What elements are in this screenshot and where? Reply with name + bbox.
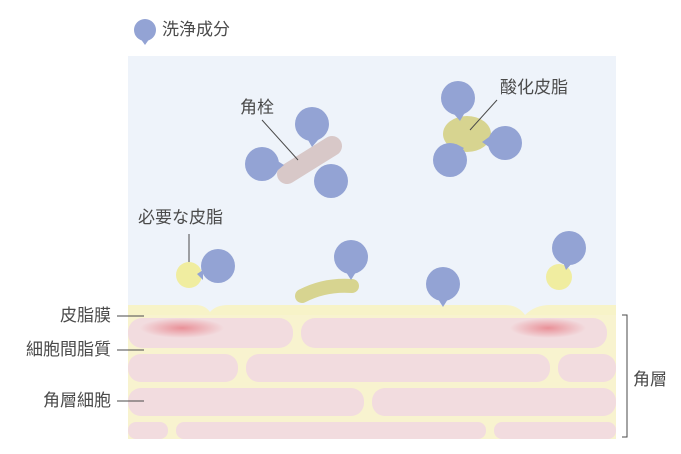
stratum-corneum-bracket xyxy=(622,314,628,438)
necessary-sebum xyxy=(176,262,202,288)
corneocyte xyxy=(128,422,168,439)
cleansing-agent-icon xyxy=(426,267,460,307)
cleansing-agent-icon xyxy=(552,231,586,270)
stratum-corneum-label: 角層 xyxy=(633,370,667,390)
oxidized-sebum xyxy=(443,116,491,152)
cleansing-agent-icon xyxy=(245,107,348,198)
corneocyte xyxy=(128,388,364,416)
keratin-plug-leader xyxy=(261,119,299,161)
corneocyte xyxy=(128,354,238,382)
redness-mark xyxy=(510,318,586,338)
corneocyte xyxy=(494,422,616,439)
necessary-sebum-label: 必要な皮脂 xyxy=(138,208,223,228)
sebum-film-label: 皮脂膜 xyxy=(60,306,111,326)
cleansing-agent-icon xyxy=(334,240,368,280)
oxidized-sebum-label: 酸化皮脂 xyxy=(500,78,568,98)
corneocyte xyxy=(176,422,486,439)
redness-mark xyxy=(140,318,224,338)
oxidized-sebum-leader xyxy=(469,99,498,131)
cleansing-agent-icon xyxy=(197,249,235,283)
legend-label: 洗浄成分 xyxy=(162,20,230,40)
corneocyte xyxy=(372,388,616,416)
keratin-plug xyxy=(277,136,342,184)
lifted-sebum xyxy=(295,278,359,303)
cleansing-agent-icon xyxy=(433,81,522,177)
necessary-sebum xyxy=(546,264,572,290)
corneocyte xyxy=(246,354,550,382)
keratin-plug-label: 角栓 xyxy=(240,98,274,118)
corneocyte xyxy=(558,354,616,382)
cleansing-agent-icon xyxy=(134,19,156,45)
intercellular-lipid-label: 細胞間脂質 xyxy=(26,340,111,360)
corneocyte-label: 角層細胞 xyxy=(43,391,111,411)
